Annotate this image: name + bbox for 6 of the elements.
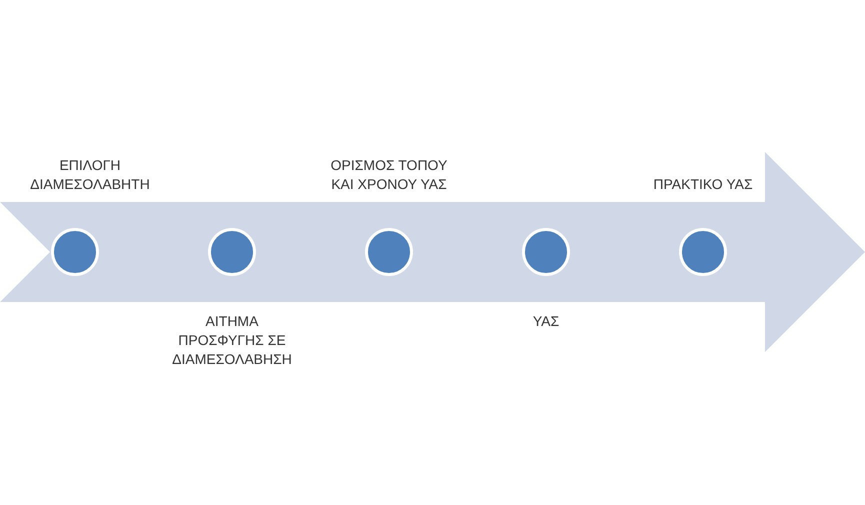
timeline-arrow (0, 152, 865, 352)
milestone-label: ΑΙΤΗΜΑ ΠΡΟΣΦΥΓΗΣ ΣΕ ΔΙΑΜΕΣΟΛΑΒΗΣΗ (171, 312, 293, 369)
milestone-label: ΟΡΙΣΜΟΣ ΤΟΠΟΥ ΚΑΙ ΧΡΟΝΟΥ ΥΑΣ (330, 156, 448, 194)
milestone-label: ΠΡΑΚΤΙΚΟ ΥΑΣ (652, 175, 754, 194)
milestone-label: ΕΠΙΛΟΓΗ ΔΙΑΜΕΣΟΛΑΒΗΤΗ (29, 156, 151, 194)
milestone-label: ΥΑΣ (532, 312, 560, 331)
